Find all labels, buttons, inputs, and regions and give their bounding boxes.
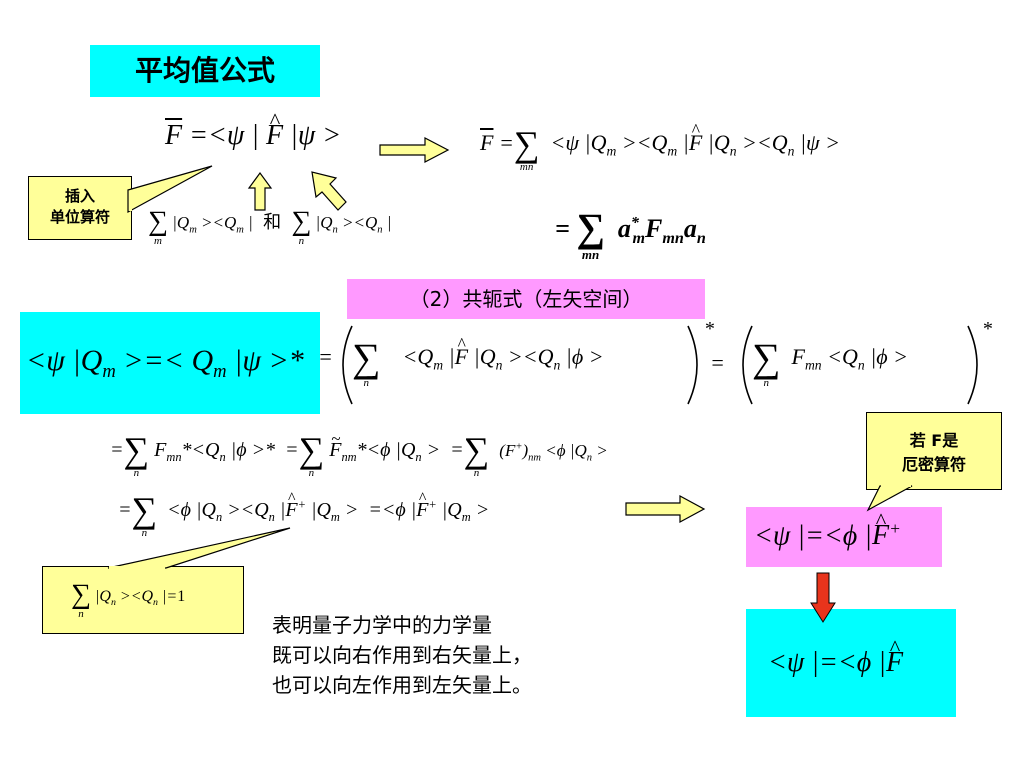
diagonal-arrow: [311, 171, 347, 211]
paren-right-1: [687, 325, 698, 405]
matrix-element-sum: = ∑mn a*mFmnan: [555, 205, 706, 262]
right-arrow-2: [625, 494, 706, 524]
page-title: 平均值公式: [134, 54, 275, 87]
completeness-formula: ∑n |Qn ><Qn |=1: [71, 579, 186, 620]
paren-right-2: [967, 325, 978, 405]
section2-box: （2）共轭式（左矢空间）: [347, 279, 705, 319]
star-2: *: [982, 318, 992, 340]
row4-formula: =∑n <ϕ |Qn ><Qn |F+ |Qm > =<ϕ |F+ |Qm >: [118, 490, 489, 539]
avg-formula: F =<ψ | F |ψ >: [165, 108, 341, 152]
row3-formula: =∑n Fmn*<Qn |ϕ >* =∑n Fnm*<ϕ |Qn > =∑n (…: [110, 429, 608, 479]
right-arrow-1: [379, 137, 450, 163]
paren-left-2: [742, 325, 753, 405]
conjugate-sum-2: ∑n Fmn <Qn |ϕ >: [752, 335, 908, 389]
conclusion-line2: 既可以向右作用到右矢量上，: [272, 643, 532, 667]
conjugate-expansion: =: [318, 344, 333, 369]
conjugate-sum-1: ∑n <Qm |F |Qn ><Qn |ϕ >: [352, 334, 604, 389]
up-arrow-1: [247, 171, 273, 211]
callout-completeness-tail: [107, 527, 291, 569]
callout-hermitian: 若 F是 厄密算符: [866, 412, 1002, 490]
avg-formula-expanded: F =∑mn <ψ |Qm ><Qm |F |Qn ><Qn |ψ >: [480, 120, 840, 173]
conclusion-line3: 也可以向左作用到左矢量上。: [272, 673, 532, 697]
conclusion-text: 表明量子力学中的力学量 既可以向右作用到右矢量上， 也可以向左作用到左矢量上。: [272, 610, 532, 700]
result-cyan-formula: <ψ |=<ϕ |F: [768, 635, 956, 679]
title-box: 平均值公式: [90, 45, 320, 97]
conjugate-eq-2: =: [710, 350, 725, 375]
result-box-pink: <ψ |=<ϕ |F+: [746, 507, 942, 567]
and-word: 和: [263, 212, 282, 233]
callout-insert-line1: 插入: [64, 187, 95, 205]
conclusion-line1: 表明量子力学中的力学量: [272, 613, 492, 637]
star-1: *: [704, 318, 714, 340]
result-pink-formula: <ψ |=<ϕ |F+: [754, 508, 942, 552]
conjugate-formula: <ψ |Qm >=< Qm |ψ >*: [26, 344, 304, 382]
conjugate-box: <ψ |Qm >=< Qm |ψ >*: [20, 312, 320, 414]
unit-operators: ∑m |Qm ><Qm | 和 ∑n |Qn ><Qn |: [148, 206, 392, 247]
callout-insert-line2: 单位算符: [49, 208, 110, 226]
section2-label: （2）共轭式（左矢空间）: [409, 287, 643, 311]
callout-insert-unit: 插入 单位算符: [28, 176, 132, 240]
down-arrow: [810, 572, 836, 623]
callout-insert-tail: [127, 165, 213, 214]
callout-hermitian-line2: 厄密算符: [901, 455, 966, 474]
callout-hermitian-tail: [866, 485, 913, 512]
callout-hermitian-line1: 若 F是: [909, 431, 959, 450]
paren-left-1: [342, 325, 353, 405]
callout-completeness: ∑n |Qn ><Qn |=1: [42, 566, 244, 634]
result-box-cyan: <ψ |=<ϕ |F: [746, 609, 956, 717]
